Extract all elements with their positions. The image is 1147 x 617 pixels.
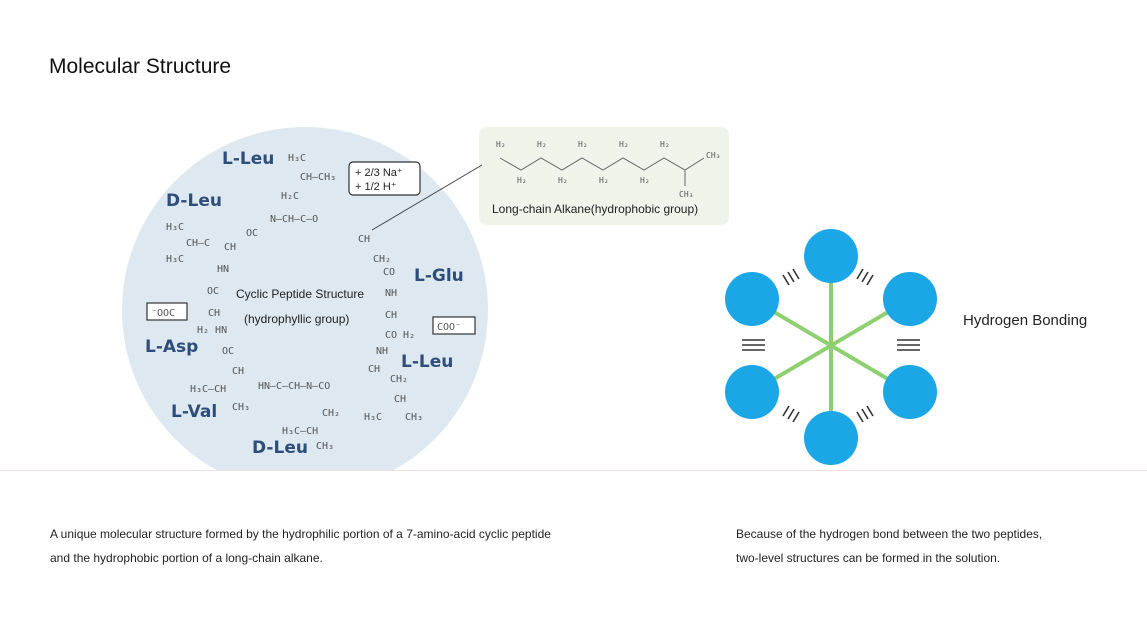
svg-text:H₂: H₂ — [640, 176, 650, 185]
molecular-diagram: H₂ H₂ H₂ H₂ H₂ H₂ H₂ H₂ H₂ CH₃ CH₃ Long-… — [122, 127, 937, 470]
aa-label: L-Glu — [414, 266, 464, 286]
svg-text:H₃C: H₃C — [166, 254, 184, 265]
peptide-node — [725, 365, 779, 419]
peptide-node — [725, 272, 779, 326]
alkane-chain — [499, 157, 705, 171]
svg-text:CH₂: CH₂ — [373, 254, 391, 265]
aa-label: L-Leu — [401, 352, 453, 372]
svg-text:CH₃: CH₃ — [679, 190, 693, 199]
peptide-node — [804, 229, 858, 283]
svg-text:CH–CH₃: CH–CH₃ — [300, 172, 336, 183]
svg-text:H₂C: H₂C — [281, 191, 299, 202]
aa-label: L-Val — [171, 402, 217, 422]
caption-line: A unique molecular structure formed by t… — [50, 527, 551, 541]
svg-text:H₂ HN: H₂ HN — [197, 325, 227, 336]
cyclic-peptide-circle — [122, 127, 488, 470]
ion-line: + 1/2 H⁺ — [355, 181, 397, 193]
svg-text:CH: CH — [394, 394, 406, 405]
caption-line: and the hydrophobic portion of a long-ch… — [50, 551, 323, 565]
coo-right: COO⁻ — [437, 322, 461, 333]
svg-text:CH₃: CH₃ — [232, 402, 250, 413]
svg-text:CH: CH — [232, 366, 244, 377]
svg-text:H₂: H₂ — [578, 140, 588, 149]
svg-text:H₂: H₂ — [517, 176, 527, 185]
page-title: Molecular Structure — [49, 55, 232, 78]
alkane-label: Long-chain Alkane(hydrophobic group) — [492, 202, 698, 216]
svg-text:CO: CO — [383, 267, 395, 278]
cyclic-peptide-sublabel: (hydrophyllic group) — [244, 312, 349, 326]
divider — [0, 470, 1147, 471]
peptide-node — [883, 272, 937, 326]
ion-box — [348, 161, 421, 196]
peptide-node — [804, 411, 858, 465]
svg-text:CH: CH — [224, 242, 236, 253]
coo-left-box — [146, 302, 188, 321]
caption-line: Because of the hydrogen bond between the… — [736, 527, 1043, 541]
svg-text:CH: CH — [358, 234, 370, 245]
cyclic-peptide-label: Cyclic Peptide Structure — [236, 287, 364, 301]
svg-text:CH₂: CH₂ — [322, 408, 340, 419]
coo-right-box — [432, 316, 476, 335]
aa-label: L-Asp — [145, 337, 198, 357]
connector-line — [371, 164, 483, 231]
peptide-ring-structure: H₃C CH–CH₃ H₂C N–CH–C–O OC CH CH₂ CO NH … — [166, 153, 423, 452]
svg-text:H₃C: H₃C — [288, 153, 306, 164]
svg-text:OC: OC — [222, 346, 234, 357]
svg-text:H₃C–CH: H₃C–CH — [190, 384, 226, 395]
svg-text:H₃C–CH: H₃C–CH — [282, 426, 318, 437]
svg-text:HN–C–CH–N–CO: HN–C–CH–N–CO — [258, 381, 330, 392]
svg-text:H₂: H₂ — [496, 140, 506, 149]
svg-text:HN: HN — [217, 264, 229, 275]
svg-text:CH₃: CH₃ — [405, 412, 423, 423]
hydrogen-bonding-diagram — [725, 229, 937, 465]
svg-text:H₂: H₂ — [660, 140, 670, 149]
svg-text:N–CH–C–O: N–CH–C–O — [270, 214, 318, 225]
aa-label: D-Leu — [252, 438, 308, 458]
hydrogen-bonding-label: Hydrogen Bonding — [963, 312, 1088, 329]
svg-text:H₂: H₂ — [558, 176, 568, 185]
svg-text:CH₃: CH₃ — [706, 151, 720, 160]
right-caption: Because of the hydrogen bond between the… — [736, 522, 1042, 570]
svg-text:CH₂: CH₂ — [390, 374, 408, 385]
svg-text:NH: NH — [385, 288, 397, 299]
svg-text:CH: CH — [385, 310, 397, 321]
left-caption: A unique molecular structure formed by t… — [50, 522, 551, 570]
svg-text:OC: OC — [246, 228, 258, 239]
svg-text:H₂: H₂ — [537, 140, 547, 149]
coo-left: ⁻OOC — [151, 308, 175, 319]
ion-line: + 2/3 Na⁺ — [355, 167, 403, 179]
svg-text:CH₃: CH₃ — [316, 441, 334, 452]
svg-text:CO H₂: CO H₂ — [385, 330, 415, 341]
alkane-box — [479, 127, 729, 225]
aa-label: L-Leu — [222, 149, 274, 169]
svg-text:CH: CH — [368, 364, 380, 375]
aa-label: D-Leu — [166, 191, 222, 211]
svg-text:H₂: H₂ — [619, 140, 629, 149]
svg-text:H₂: H₂ — [599, 176, 609, 185]
svg-text:OC: OC — [207, 286, 219, 297]
svg-text:CH–C: CH–C — [186, 238, 210, 249]
svg-text:CH: CH — [208, 308, 220, 319]
svg-text:H₃C: H₃C — [364, 412, 382, 423]
peptide-node — [883, 365, 937, 419]
svg-text:NH: NH — [376, 346, 388, 357]
svg-text:H₃C: H₃C — [166, 222, 184, 233]
caption-line: two-level structures can be formed in th… — [736, 551, 1001, 565]
